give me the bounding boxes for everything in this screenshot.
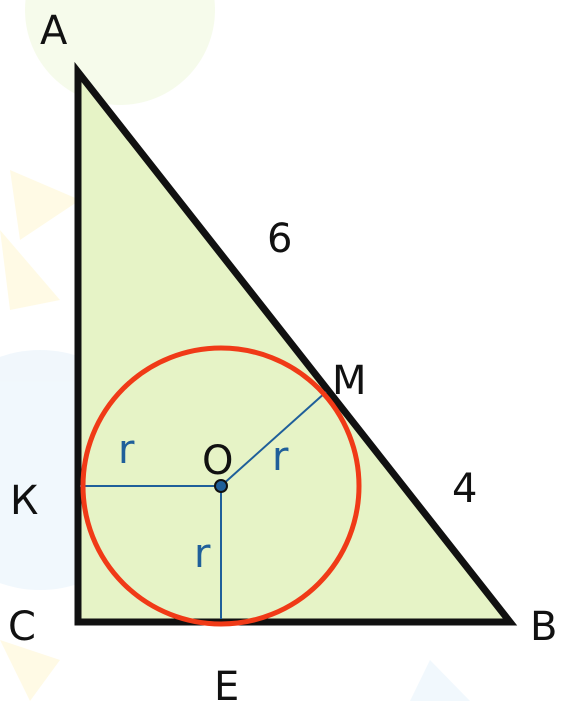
vertex-label-a: A: [40, 8, 68, 54]
side-label-mb: 4: [452, 466, 477, 512]
background-ray: [10, 170, 80, 240]
radius-label-ok: r: [118, 427, 135, 473]
vertex-label-c: C: [8, 604, 36, 650]
background-ray: [410, 660, 470, 701]
background-ray: [0, 230, 60, 310]
point-label-e: E: [214, 664, 239, 701]
background-blob: [25, 0, 215, 105]
side-label-am: 6: [267, 216, 292, 262]
point-label-k: К: [10, 478, 38, 524]
center-label-o: O: [202, 438, 233, 484]
inscribed-circle: [80, 345, 362, 627]
background-ray: [0, 640, 60, 701]
radius-label-om: r: [272, 434, 289, 480]
vertex-label-b: B: [530, 604, 557, 650]
triangle-abc: [74, 61, 518, 626]
point-label-m: M: [332, 358, 367, 404]
radius-label-oe: r: [194, 531, 211, 577]
radius-om: [220, 391, 327, 487]
center-point: [214, 479, 228, 493]
